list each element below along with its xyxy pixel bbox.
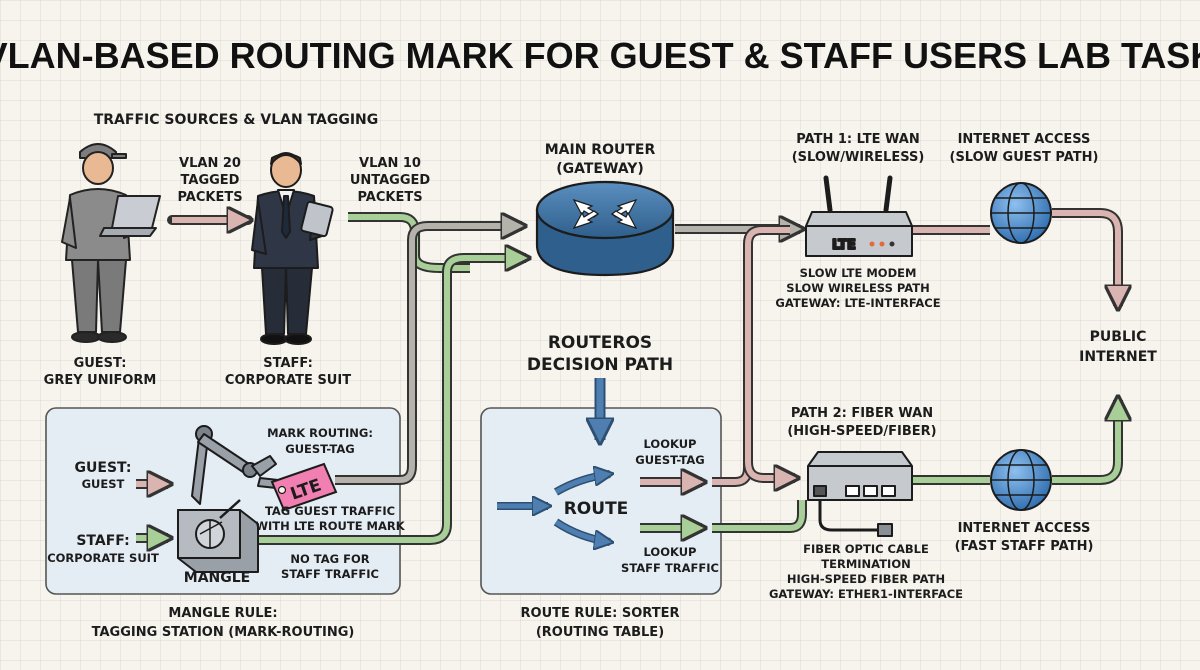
public-internet-line2: INTERNET	[1079, 349, 1157, 365]
route-caption-line1: ROUTE RULE: SORTER	[521, 606, 680, 621]
tag-guest-line2: WITH LTE ROUTE MARK	[255, 519, 405, 533]
decision-path-line1: ROUTEROS	[548, 333, 652, 353]
vlan20-line3: PACKETS	[177, 190, 242, 205]
sources-heading: TRAFFIC SOURCES & VLAN TAGGING	[94, 112, 379, 128]
lte-tag-icon: LTE	[270, 462, 338, 512]
lookup-staff-line1: LOOKUP	[644, 545, 697, 559]
fast-internet-line2: (FAST STAFF PATH)	[955, 539, 1094, 554]
route-caption-line2: (ROUTING TABLE)	[536, 625, 664, 640]
fiber-path-title-line2: (HIGH-SPEED/FIBER)	[787, 424, 936, 439]
pink-to-fiber-path	[743, 440, 795, 483]
fiber-desc-line2: TERMINATION	[821, 557, 910, 571]
lte-path-title-line2: (SLOW/WIRELESS)	[792, 150, 925, 165]
staff-person-icon	[251, 152, 334, 345]
vlan10-line2: UNTAGGED	[350, 173, 431, 188]
mangle-panel	[45, 407, 401, 595]
staff-route-to-fiber-path	[712, 500, 807, 533]
vlan10-line1: VLAN 10	[359, 156, 421, 171]
lte-desc-line1: SLOW LTE MODEM	[800, 266, 917, 280]
fast-internet-globe-icon	[990, 449, 1052, 511]
fiber-desc-line4: GATEWAY: ETHER1-INTERFACE	[769, 587, 963, 601]
slow-globe-to-internet-path	[1052, 208, 1123, 306]
tag-guest-line1: TAG GUEST TRAFFIC	[265, 504, 395, 518]
lte-modem-icon: LTE	[805, 175, 913, 257]
mangle-staff-label: STAFF:	[76, 533, 129, 549]
lookup-guest-line2: GUEST-TAG	[635, 453, 704, 467]
mangle-caption-line1: MANGLE RULE:	[168, 606, 277, 621]
staff-label: STAFF:	[263, 356, 313, 371]
mangle-machine-label: MANGLE	[184, 570, 250, 586]
path-lines	[167, 208, 1123, 545]
mark-routing-line1: MARK ROUTING:	[267, 426, 373, 440]
route-sorter-arrows	[497, 474, 610, 542]
mark-routing-line2: GUEST-TAG	[285, 442, 354, 456]
router-title-line2: (GATEWAY)	[556, 161, 644, 177]
lookup-staff-line2: STAFF TRAFFIC	[621, 561, 719, 575]
route-center-label: ROUTE	[564, 499, 629, 519]
guest-label: GUEST:	[74, 356, 127, 371]
fiber-desc-line3: HIGH-SPEED FIBER PATH	[787, 572, 945, 586]
public-internet-line1: PUBLIC	[1090, 329, 1147, 345]
lte-path-title-line1: PATH 1: LTE WAN	[796, 132, 920, 147]
fiber-path-title-line1: PATH 2: FIBER WAN	[791, 406, 933, 421]
decision-path-line2: DECISION PATH	[527, 355, 673, 375]
mangle-staff-value: CORPORATE SUIT	[47, 551, 159, 565]
slow-internet-globe-icon	[990, 182, 1052, 244]
slow-internet-line1: INTERNET ACCESS	[958, 132, 1091, 147]
lookup-guest-line1: LOOKUP	[644, 437, 697, 451]
lte-modem-label: LTE	[832, 238, 856, 253]
no-tag-line1: NO TAG FOR	[290, 552, 369, 566]
router-title-line1: MAIN ROUTER	[545, 142, 656, 158]
page-title: VLAN-BASED ROUTING MARK FOR GUEST & STAF…	[0, 35, 1200, 76]
no-tag-line2: STAFF TRAFFIC	[281, 567, 379, 581]
fast-internet-line1: INTERNET ACCESS	[958, 521, 1091, 536]
main-router-icon	[535, 180, 675, 277]
mangle-caption-line2: TAGGING STATION (MARK-ROUTING)	[92, 625, 355, 640]
fiber-termination-icon	[807, 451, 913, 537]
labels: TRAFFIC SOURCES & VLAN TAGGING VLAN 20 T…	[44, 112, 1158, 640]
mangle-guest-label: GUEST:	[75, 460, 132, 476]
mangle-guest-value: GUEST	[82, 477, 125, 491]
lte-desc-line2: SLOW WIRELESS PATH	[786, 281, 929, 295]
fiber-desc-line1: FIBER OPTIC CABLE	[803, 542, 929, 556]
vlan20-line1: VLAN 20	[179, 156, 241, 171]
vlan20-line2: TAGGED	[181, 173, 240, 188]
fast-globe-to-internet-path	[1052, 400, 1123, 485]
vlan10-line3: PACKETS	[357, 190, 422, 205]
lte-desc-line3: GATEWAY: LTE-INTERFACE	[775, 296, 940, 310]
guest-uniform-label: GREY UNIFORM	[44, 373, 157, 388]
slow-internet-line2: (SLOW GUEST PATH)	[950, 150, 1099, 165]
guest-person-icon	[61, 143, 161, 343]
staff-suit-label: CORPORATE SUIT	[225, 373, 351, 388]
